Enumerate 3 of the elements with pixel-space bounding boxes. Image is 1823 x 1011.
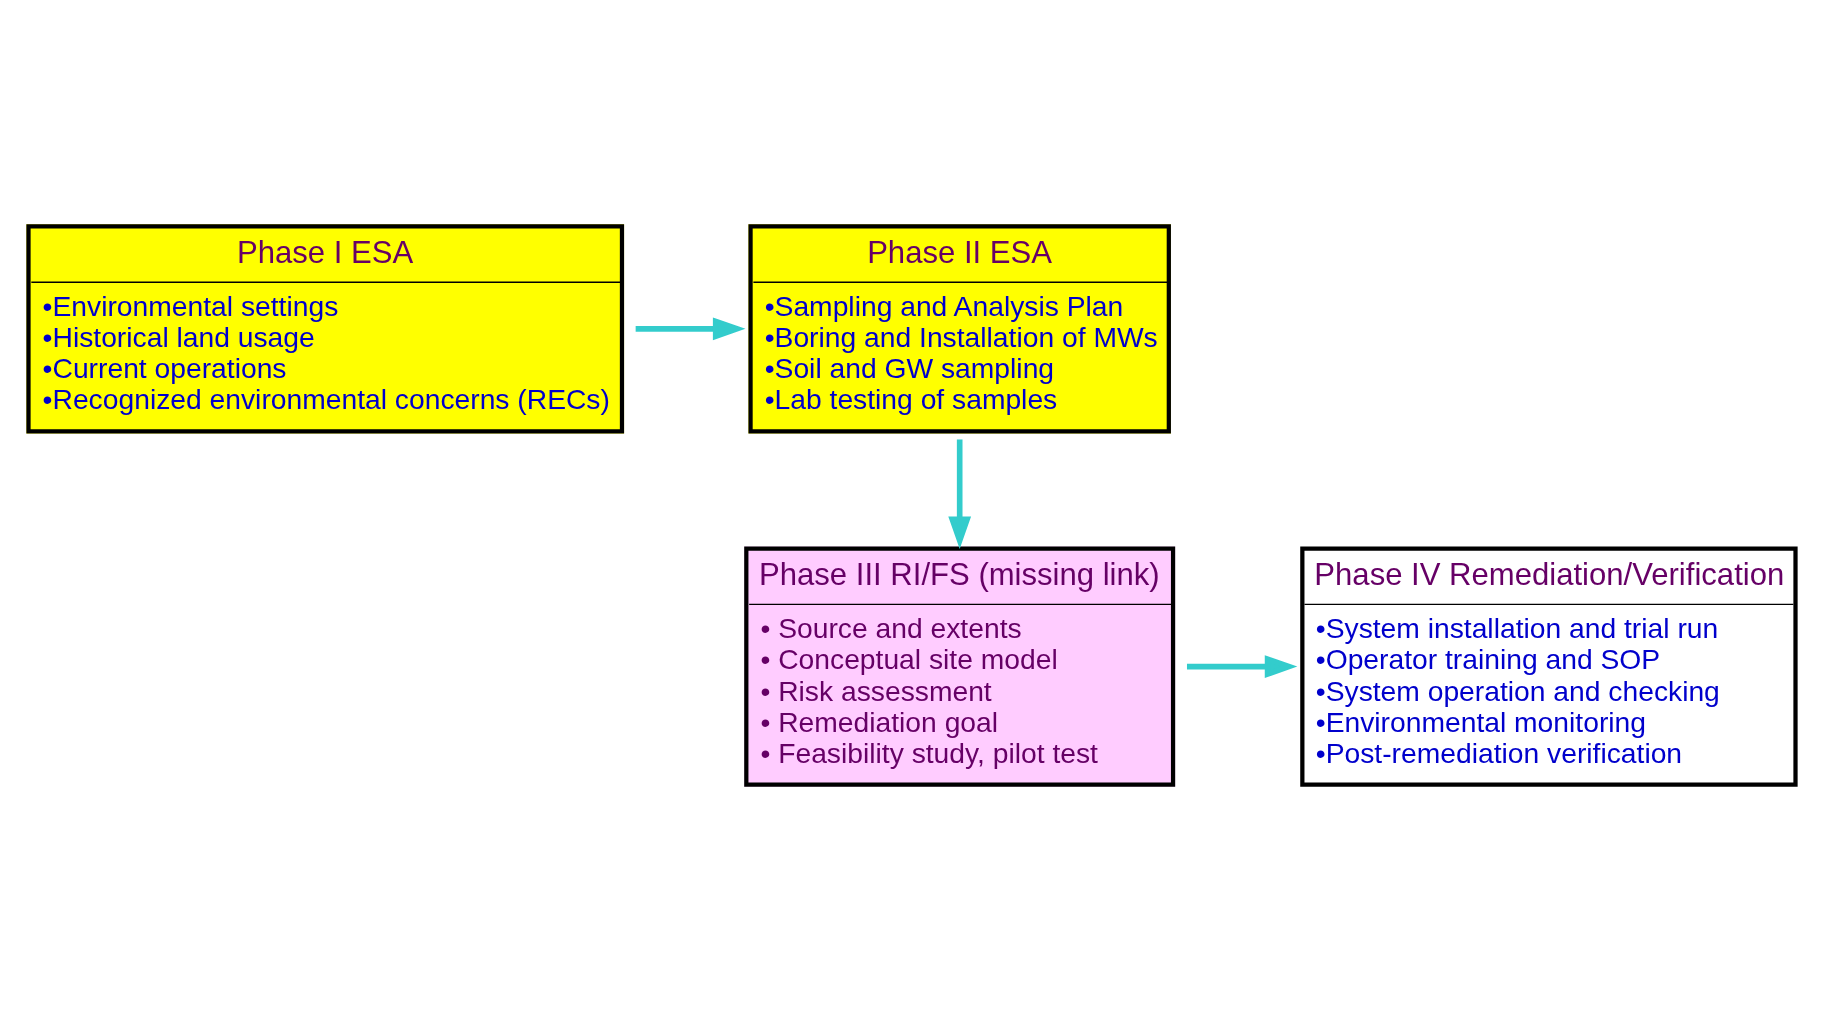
arrow bbox=[635, 317, 745, 341]
arrow bbox=[1186, 655, 1297, 678]
arrow bbox=[947, 439, 971, 549]
